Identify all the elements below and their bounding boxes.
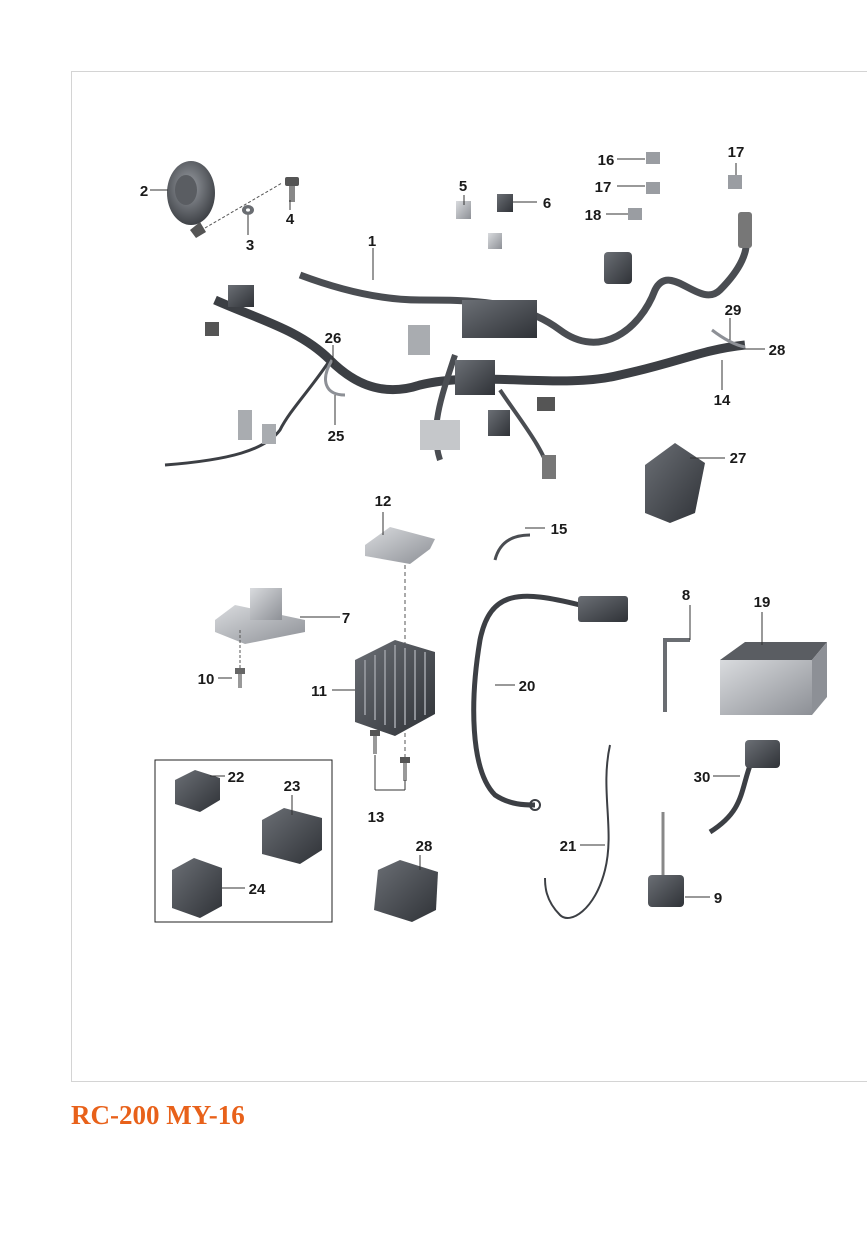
callout-22: 22 xyxy=(228,769,245,786)
relay-22-part xyxy=(175,770,220,812)
callout-8: 8 xyxy=(682,587,690,604)
callout-11: 11 xyxy=(311,683,327,700)
relay-bracket-part xyxy=(215,588,305,644)
callout-7: 7 xyxy=(342,610,350,627)
inset-box xyxy=(154,759,333,923)
callout-10: 10 xyxy=(198,671,215,688)
callout-28-upper: 28 xyxy=(769,342,786,359)
callout-13: 13 xyxy=(368,809,385,826)
mounting-bolts-part xyxy=(370,730,410,781)
callout-27: 27 xyxy=(730,450,747,467)
callout-26: 26 xyxy=(325,330,342,347)
callout-17-left: 17 xyxy=(595,179,612,196)
fuse-parts xyxy=(628,152,742,220)
callout-3: 3 xyxy=(246,237,254,254)
page-title: RC-200 MY-16 xyxy=(71,1100,245,1130)
regulator-rectifier-part xyxy=(355,640,435,736)
callout-12: 12 xyxy=(375,493,392,510)
callout-2: 2 xyxy=(140,183,148,200)
callout-30: 30 xyxy=(694,769,711,786)
callout-17-right: 17 xyxy=(728,144,745,161)
wire-lead-part xyxy=(544,744,611,919)
sensor-lead-part xyxy=(493,533,531,561)
callout-5: 5 xyxy=(459,178,467,195)
callout-14: 14 xyxy=(714,392,731,409)
callout-29: 29 xyxy=(725,302,742,319)
callout-15: 15 xyxy=(551,521,568,538)
bolt-part xyxy=(285,177,299,202)
leader-lines xyxy=(150,158,765,898)
callout-6: 6 xyxy=(543,195,551,212)
callout-18: 18 xyxy=(585,207,602,224)
horn-part xyxy=(167,161,215,238)
callout-4: 4 xyxy=(286,211,295,228)
callout-21: 21 xyxy=(560,838,577,855)
callout-16: 16 xyxy=(598,152,615,169)
callout-9: 9 xyxy=(714,890,722,907)
callout-24: 24 xyxy=(249,881,266,898)
starter-relay-part xyxy=(648,812,684,907)
callout-28-lower: 28 xyxy=(416,838,433,855)
battery-strap-part xyxy=(663,638,690,712)
relay-24-part xyxy=(172,858,222,918)
harness-clip-part xyxy=(711,328,746,349)
callout-1: 1 xyxy=(368,233,376,250)
callout-25: 25 xyxy=(328,428,345,445)
washer-part xyxy=(242,205,254,215)
diagram-frame xyxy=(71,71,867,1082)
relay-28-part xyxy=(374,860,438,922)
cable-clip-part xyxy=(324,359,346,397)
relay-23-part xyxy=(262,808,322,864)
callout-23: 23 xyxy=(284,778,301,795)
main-wiring-harness xyxy=(164,212,752,479)
callout-20: 20 xyxy=(519,678,536,695)
sensor-cable-part xyxy=(708,740,780,835)
connector-block-part xyxy=(645,443,705,523)
relay-small-parts xyxy=(456,194,513,249)
callout-19: 19 xyxy=(754,594,771,611)
bracket-plate-part xyxy=(365,527,435,564)
battery-part xyxy=(720,642,827,715)
screw-part xyxy=(235,630,245,688)
battery-cable-part xyxy=(471,593,628,811)
